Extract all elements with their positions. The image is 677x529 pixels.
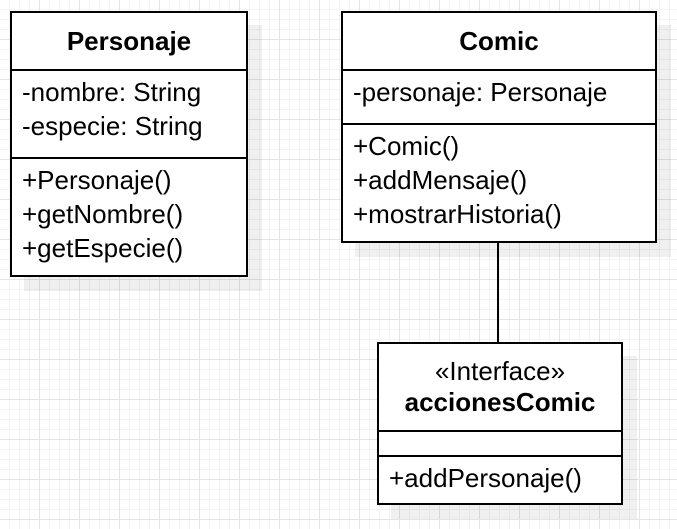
- operations-section: +Comic() +addMensaje() +mostrarHistoria(…: [343, 125, 655, 241]
- attribute: -personaje: Personaje: [353, 77, 608, 107]
- class-header: Comic: [343, 13, 655, 71]
- class-comic[interactable]: Comic -personaje: Personaje +Comic() +ad…: [341, 11, 657, 243]
- class-header: Personaje: [12, 13, 246, 71]
- attributes-section: [379, 432, 621, 457]
- class-name: Personaje: [66, 25, 192, 56]
- operation: +Personaje(): [22, 165, 172, 195]
- operation: +Comic(): [353, 131, 460, 161]
- operation: +addMensaje(): [353, 165, 528, 195]
- operation: +getEspecie(): [22, 233, 184, 263]
- attribute: -nombre: String: [22, 77, 202, 107]
- attributes-section: -nombre: String -especie: String: [12, 71, 246, 159]
- operation: +addPersonaje(): [389, 463, 582, 493]
- operation: +getNombre(): [22, 199, 184, 229]
- operation: +mostrarHistoria(): [353, 199, 562, 229]
- class-name: accionesComic: [404, 387, 596, 417]
- class-personaje[interactable]: Personaje -nombre: String -especie: Stri…: [10, 11, 248, 277]
- attributes-section: -personaje: Personaje: [343, 71, 655, 125]
- class-header: «Interface» accionesComic: [379, 344, 621, 432]
- stereotype-label: «Interface»: [434, 356, 566, 386]
- attribute: -especie: String: [22, 111, 203, 141]
- operations-section: +Personaje() +getNombre() +getEspecie(): [12, 159, 246, 275]
- operations-section: +addPersonaje(): [379, 457, 621, 503]
- class-name: Comic: [459, 25, 539, 56]
- interface-acciones-comic[interactable]: «Interface» accionesComic +addPersonaje(…: [377, 342, 623, 505]
